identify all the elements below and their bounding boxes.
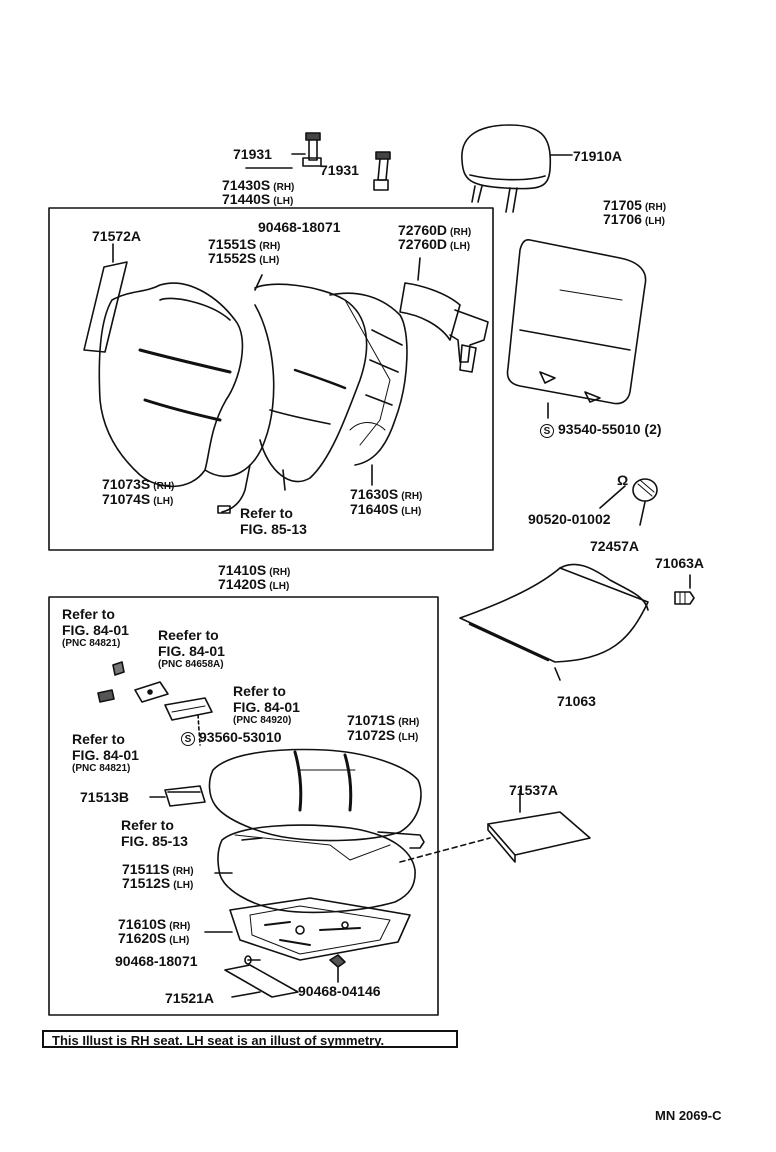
label-71430S: 71430S(RH) — [222, 177, 295, 193]
recliner-cover — [399, 257, 489, 373]
label-71537A: 71537A — [509, 782, 559, 798]
label-71073S: 71073S(RH) — [102, 476, 175, 492]
label-90520: 90520-01002 — [528, 511, 611, 527]
grommet-b — [373, 151, 391, 191]
label-71063A: 71063A — [655, 555, 705, 571]
label-71610S: 71610S(RH) — [118, 916, 191, 932]
label-71910A: 71910A — [573, 148, 623, 164]
label-71512S: 71512S(LH) — [122, 875, 194, 891]
label-71931-a: 71931 — [233, 146, 272, 162]
symmetry-note: This Illust is RH seat. LH seat is an il… — [42, 1030, 458, 1048]
label-71063-text: 71063 — [557, 693, 596, 709]
label-72457A: 72457A — [590, 538, 640, 554]
label-71630S: 71630S(RH) — [350, 486, 423, 502]
label-71513B: 71513B — [80, 789, 130, 805]
seatback-board — [506, 239, 647, 419]
label-72760D-rh: 72760D(RH) — [398, 222, 472, 238]
seat-cushion-frame — [229, 897, 411, 961]
label-71931-b: 71931 — [320, 162, 359, 178]
label-71521A: 71521A — [165, 990, 215, 1006]
bracket-small-a — [112, 661, 125, 676]
s-mark-icon: S — [540, 424, 554, 438]
label-71706: 71706(LH) — [603, 211, 665, 227]
recliner-knob — [599, 478, 658, 526]
cushion-group-frame — [48, 596, 439, 1016]
s-mark-icon: S — [181, 732, 195, 746]
label-71572A: 71572A — [92, 228, 142, 244]
pad-71572A — [83, 243, 128, 353]
seatback-frame — [329, 292, 408, 466]
headrest — [461, 124, 573, 213]
label-71551S: 71551S(RH) — [208, 236, 281, 252]
heater-71537A — [399, 789, 591, 863]
label-71705: 71705(RH) — [603, 197, 667, 213]
label-90468-04146: 90468-04146 — [298, 983, 381, 999]
drawing-code: MN 2069-C — [655, 1108, 722, 1123]
label-71440S: 71440S(LH) — [222, 191, 294, 207]
seat-cushion-cover — [208, 748, 425, 849]
seatback-pad — [217, 283, 368, 514]
pad-71513B — [149, 785, 206, 807]
label-71071S: 71071S(RH) — [347, 712, 420, 728]
label-71640S: 71640S(LH) — [350, 501, 422, 517]
label-72760D-lh: 72760D(LH) — [398, 236, 471, 252]
bracket-plate — [134, 681, 169, 703]
label-71511S: 71511S(RH) — [122, 861, 194, 877]
seatback-group-frame — [48, 207, 494, 551]
bracket-small-b — [97, 689, 115, 703]
omega-icon: Ω — [617, 472, 629, 488]
label-71072S: 71072S(LH) — [347, 727, 419, 743]
seat-cushion-pad — [217, 824, 416, 914]
label-71074S: 71074S(LH) — [102, 491, 174, 507]
bracket-hinge — [164, 697, 213, 746]
grommet-a — [291, 132, 322, 167]
clip-04146 — [329, 954, 346, 983]
screw-71063A — [674, 574, 695, 605]
label-90468-18071-bottom: 90468-18071 — [115, 953, 198, 969]
label-71420S: 71420S(LH) — [218, 576, 290, 592]
seat-sheet — [459, 563, 649, 681]
label-90468-18071-top: 90468-18071 — [258, 219, 341, 235]
pad-71521A — [224, 964, 299, 998]
label-71620S: 71620S(LH) — [118, 930, 190, 946]
seatback-cover — [98, 282, 275, 488]
label-71552S: 71552S(LH) — [208, 250, 280, 266]
label-71410S: 71410S(RH) — [218, 562, 291, 578]
